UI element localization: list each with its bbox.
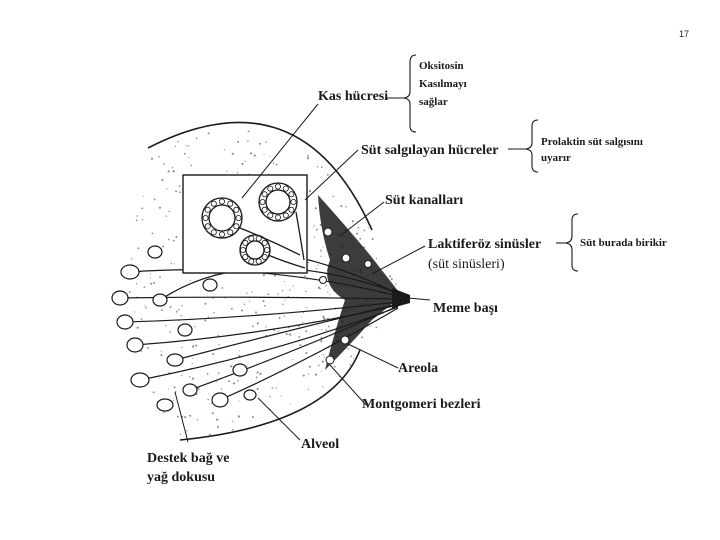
label-areola: Areola — [398, 361, 438, 376]
label-support-tissue-line2: yağ dokusu — [147, 470, 215, 485]
label-lactiferous-sinuses-sub: (süt sinüsleri) — [428, 257, 505, 272]
label-lactiferous-sinuses: Laktiferöz sinüsler — [428, 237, 541, 252]
note-oxytocin-2: Kasılmayı — [419, 78, 467, 90]
note-prolactin-1: Prolaktin süt salgısını — [541, 136, 643, 148]
label-alveolus: Alveol — [301, 437, 339, 452]
label-montgomery-glands: Montgomeri bezleri — [362, 397, 481, 412]
breast-outline-lower — [180, 350, 360, 440]
label-support-tissue-line1: Destek bağ ve — [147, 451, 229, 466]
label-milk-ducts: Süt kanalları — [385, 193, 463, 208]
note-oxytocin-1: Oksitosin — [419, 60, 464, 72]
label-nipple: Meme başı — [433, 301, 498, 316]
note-oxytocin-3: sağlar — [419, 96, 448, 108]
label-muscle-cell: Kas hücresi — [318, 89, 388, 104]
note-milk-accumulates: Süt burada birikir — [580, 237, 667, 249]
label-milk-secreting-cells: Süt salgılayan hücreler — [361, 143, 498, 158]
note-prolactin-2: uyarır — [541, 152, 571, 164]
